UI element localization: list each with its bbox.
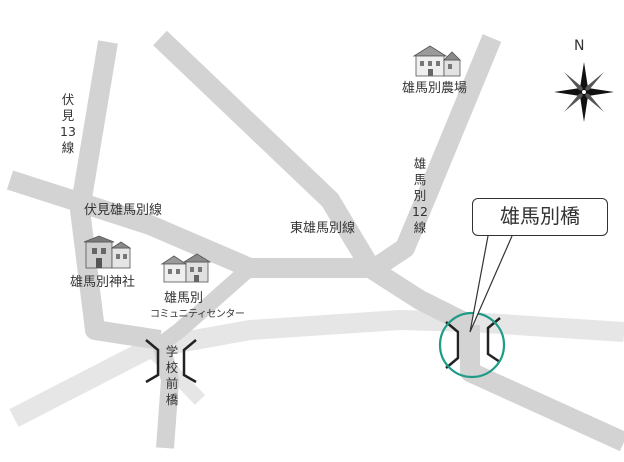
label-higashi-obetsu-line: 東雄馬別線 <box>290 221 356 236</box>
callout-pointer <box>469 235 513 333</box>
obetsu-bridge-highlight <box>438 311 506 379</box>
shrine-building-icon <box>83 235 132 269</box>
road-fushimi-obetsu <box>6 170 475 334</box>
label-fushimi-13-line: 伏見13線 <box>60 92 76 155</box>
label-obetsu-12-line: 雄馬別12線 <box>412 156 428 235</box>
compass-rose-icon <box>554 62 614 122</box>
label-gakko-bridge: 学校前橋 <box>165 344 179 407</box>
community-center-building-icon <box>160 253 212 283</box>
obetsu-bridge-callout: 雄馬別橋 <box>472 198 608 236</box>
label-community-center-line2: コミュニティセンター <box>150 309 245 320</box>
gakko-bridge-symbol <box>145 339 197 384</box>
road-obetsu-12 <box>366 34 502 279</box>
farm-building-icon <box>412 45 461 77</box>
road-fushimi-13 <box>70 40 162 350</box>
road-south <box>151 337 179 449</box>
label-farm: 雄馬別農場 <box>402 81 468 96</box>
north-label: N <box>574 38 585 54</box>
label-community-center-line1: 雄馬別 <box>164 291 204 306</box>
label-fushimi-obetsu-line: 伏見雄馬別線 <box>84 203 163 218</box>
road-east-south <box>460 325 624 452</box>
road-higashi-obetsu <box>153 30 381 276</box>
label-shrine: 雄馬別神社 <box>70 275 136 290</box>
